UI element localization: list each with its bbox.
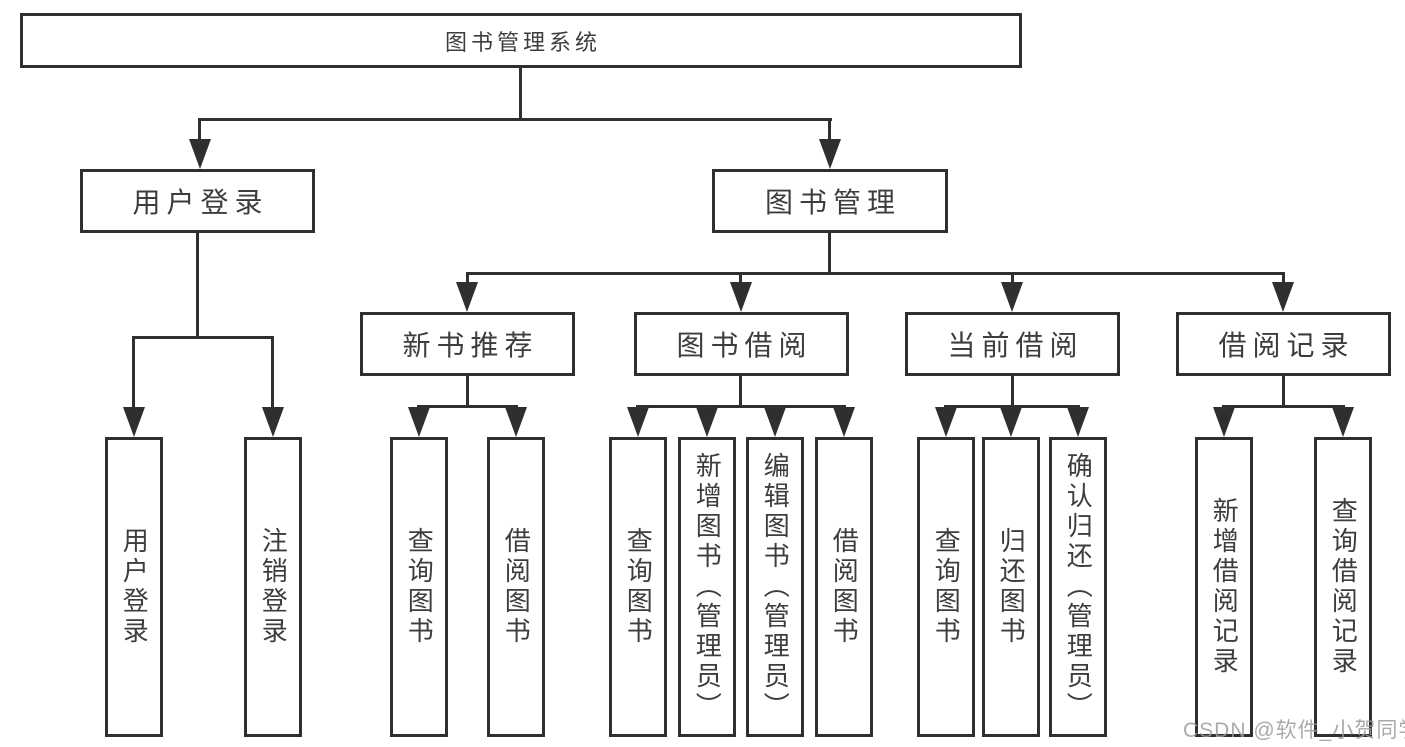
leaf-add-borrow-record: 新增借阅记录 [1195,437,1253,737]
arrowhead [696,407,718,437]
node-new-book-recommend: 新书推荐 [360,312,575,376]
leaf-borrow-books: 借阅图书 [815,437,873,737]
arrowhead [262,407,284,437]
leaf-label: 用户登录 [119,527,150,647]
leaf-label: 查询借阅记录 [1328,497,1359,677]
connector-current-borrow-stub [1011,376,1014,405]
node-borrow-records-label: 借阅记录 [1218,330,1355,361]
connector-root-trunk [519,68,522,118]
node-book-borrow-label: 图书借阅 [676,330,813,361]
connector-line [1282,272,1285,282]
connector-line [828,118,831,139]
node-book-management: 图书管理 [712,169,948,233]
connector-current-borrow-rail [944,405,1080,408]
node-new-book-recommend-label: 新书推荐 [402,330,539,361]
arrowhead [819,139,841,169]
leaf-query-books-borrow: 查询图书 [609,437,667,737]
leaf-label: 借阅图书 [501,527,532,647]
leaf-label: 新增图书（管理员） [692,452,723,722]
connector-new-book-stub [466,376,469,405]
node-user-login: 用户登录 [80,169,315,233]
arrowhead [1001,282,1023,312]
connector-new-book-rail [417,405,518,408]
leaf-add-books-admin: 新增图书（管理员） [678,437,736,737]
leaf-logout: 注销登录 [244,437,302,737]
leaf-label: 查询图书 [931,527,962,647]
arrowhead [408,407,430,437]
leaf-borrow-books-newbook: 借阅图书 [487,437,545,737]
leaf-label: 归还图书 [996,527,1027,647]
node-book-borrow: 图书借阅 [634,312,849,376]
connector-line [198,118,201,139]
arrowhead [833,407,855,437]
connector-borrow-records-rail [1222,405,1345,408]
connector-line [1011,272,1014,282]
leaf-edit-books-admin: 编辑图书（管理员） [746,437,804,737]
node-book-management-label: 图书管理 [764,187,901,218]
leaf-return-books: 归还图书 [982,437,1040,737]
arrowhead [1332,407,1354,437]
arrowhead [935,407,957,437]
node-current-borrow: 当前借阅 [905,312,1120,376]
leaf-label: 编辑图书（管理员） [760,452,791,722]
connector-book-borrow-rail [636,405,846,408]
leaf-label: 注销登录 [258,527,289,647]
arrowhead [505,407,527,437]
watermark: CSDN @软件_小贺同学 [1183,719,1405,742]
node-user-login-label: 用户登录 [132,187,269,218]
connector-book-mgmt-stub [828,233,831,272]
arrowhead [1272,282,1294,312]
connector-user-login-rail [132,336,274,339]
connector-line [466,272,469,282]
leaf-user-login: 用户登录 [105,437,163,737]
leaf-confirm-return-admin: 确认归还（管理员） [1049,437,1107,737]
arrowhead [1000,407,1022,437]
arrowhead [1213,407,1235,437]
connector-book-borrow-stub [739,376,742,405]
connector-line [271,336,274,407]
arrowhead [189,139,211,169]
leaf-label: 查询图书 [623,527,654,647]
arrowhead [730,282,752,312]
arrowhead [456,282,478,312]
node-root-label: 图书管理系统 [444,29,601,55]
arrowhead [627,407,649,437]
arrowhead [123,407,145,437]
leaf-query-books-newbook: 查询图书 [390,437,448,737]
node-root: 图书管理系统 [20,13,1022,68]
connector-book-mgmt-rail [466,272,1285,275]
connector-line [739,272,742,282]
connector-borrow-records-stub [1282,376,1285,405]
connector-user-login-stub [196,233,199,336]
node-borrow-records: 借阅记录 [1176,312,1391,376]
arrowhead [764,407,786,437]
node-current-borrow-label: 当前借阅 [947,330,1084,361]
leaf-label: 查询图书 [404,527,435,647]
leaf-label: 确认归还（管理员） [1063,452,1094,722]
connector-root-rail [198,118,832,121]
leaf-query-borrow-record: 查询借阅记录 [1314,437,1372,737]
leaf-label: 新增借阅记录 [1209,497,1240,677]
leaf-query-books-current: 查询图书 [917,437,975,737]
connector-line [132,336,135,407]
leaf-label: 借阅图书 [829,527,860,647]
arrowhead [1067,407,1089,437]
